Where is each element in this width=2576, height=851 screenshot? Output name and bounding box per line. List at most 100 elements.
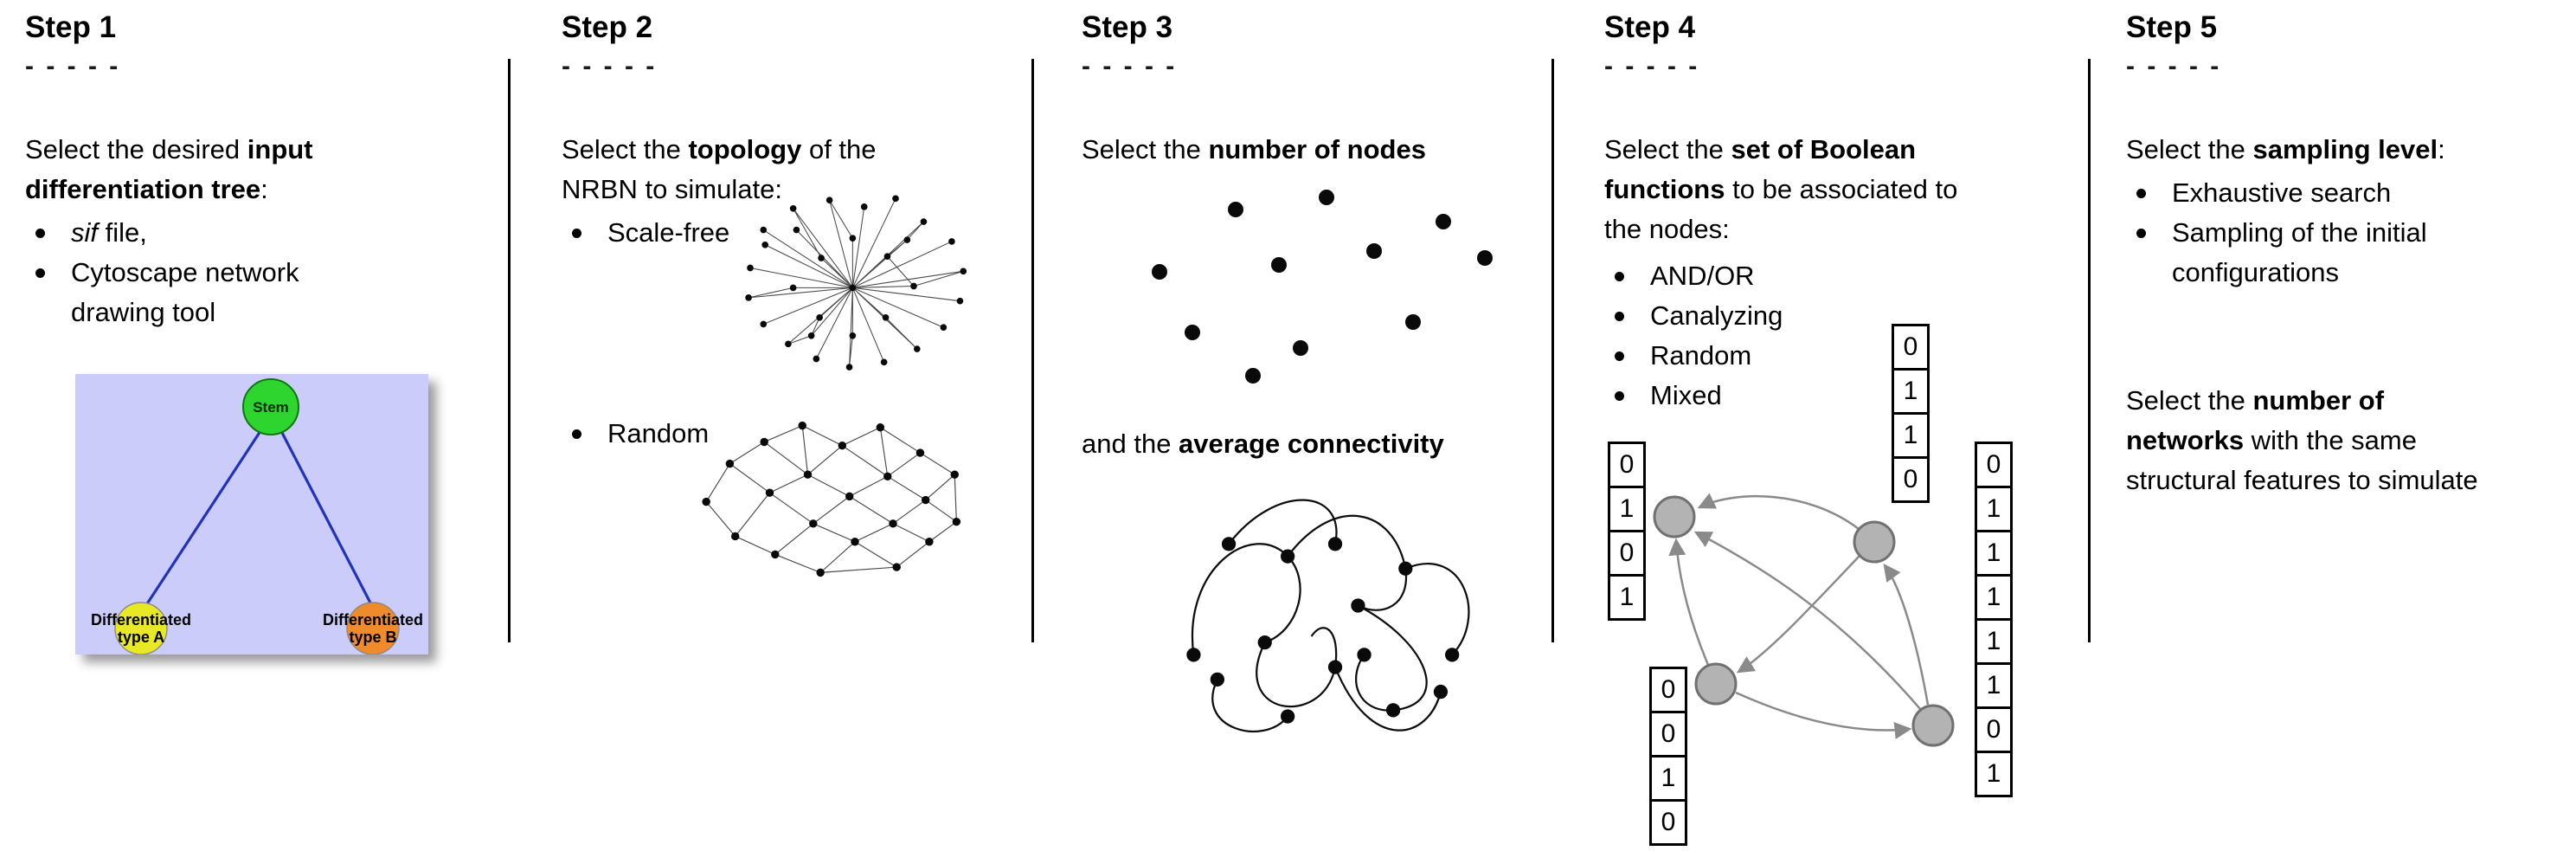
bullet-label: Mixed [1650,380,1722,410]
node-dots [1186,537,1460,724]
differentiation-tree-image: Stem Differentiated type A Differentiate… [75,374,428,654]
type-b-label: type B [349,629,396,646]
bullet-label: Random [607,418,710,448]
step-title: Step 4 [1604,10,1696,44]
step-2-panel: Step 2 - - - - - Select the topology of … [560,0,1027,851]
truth-table-cell: 0 [1892,324,1930,371]
bullet-icon [572,429,581,439]
intro-text: and the average connectivity [1082,424,1444,464]
bullet-label: sif file, [71,217,147,248]
truth-table-cell: 0 [1975,442,2013,488]
boolean-node [1694,662,1738,706]
truth-table-cell: 0 [1892,456,1930,503]
column-divider [1031,59,1034,642]
boolean-node [1853,520,1896,564]
bullet-list: AND/OR Canalyzing Random Mixed [1603,256,1783,416]
step-title: Step 1 [25,10,117,44]
truth-table-cell: 0 [1649,799,1687,846]
intro-text: Select the desired input differentiation… [25,130,313,210]
connectivity-network-image [1186,499,1470,732]
nodes-dots-image [1152,190,1493,384]
step-title: Step 3 [1082,10,1173,44]
bullet-icon [35,268,45,278]
type-a-label: type A [118,629,164,646]
random-network-figure [685,395,986,603]
text-line: Select the topology of the [562,134,877,164]
bullet-label: Sampling of the initial configurations [2172,217,2427,287]
truth-table-cell: 1 [1975,751,2013,797]
step-5-panel: Step 5 - - - - - Select the sampling lev… [2124,0,2574,851]
truth-table-cell: 1 [1975,574,2013,621]
text-line: differentiation tree: [25,174,268,204]
bullet-item: Random [1603,336,1783,376]
truth-table-cell: 0 [1608,530,1646,577]
truth-table-cell: 1 [1608,574,1646,621]
bullet-icon [1615,272,1624,281]
bullet-icon [1615,391,1624,401]
bullet-icon [1615,351,1624,361]
text-line: networks with the same [2126,425,2417,455]
stem-node [242,378,299,435]
truth-table-cell: 1 [1975,530,2013,577]
bullet-icon [572,229,581,238]
intro-text: Select the number of nodes [1082,130,1426,170]
truth-table-cell: 0 [1649,711,1687,758]
bullet-label: Cytoscape network drawing tool [71,257,299,327]
edge-arrow [1883,563,1930,706]
type-b-label: Differentiated [323,611,423,629]
bullet-item: Mixed [1603,376,1783,416]
type-b-node [346,602,400,654]
boolean-node [1911,704,1955,747]
boolean-network-image [1653,493,1955,747]
tree-edge-left [143,430,262,609]
dashed-separator: - - - - - [1604,52,1700,81]
truth-table-cell: 1 [1649,755,1687,802]
step-1-panel: Step 1 - - - - - Select the desired inpu… [23,0,495,851]
bullet-label: Random [1650,340,1752,371]
type-a-label: Differentiated [91,611,191,629]
truth-table-cell: 1 [1975,662,2013,709]
scale-free-network-image [745,195,967,371]
text-line: Select the set of Boolean [1604,134,1917,164]
bullet-item: Cytoscape network drawing tool [23,253,348,332]
node-dots [1152,190,1493,384]
bullet-icon [1615,312,1624,321]
text-line: Select the number of [2126,385,2385,416]
truth-table-cell: 1 [1975,486,2013,532]
edge-arrow [1736,555,1860,674]
truth-table-cell: 0 [1608,442,1646,488]
column-divider [508,59,511,642]
step-3-panel: Step 3 - - - - - Select the number of no… [1080,0,1547,851]
step-title: Step 5 [2126,10,2218,44]
bullet-item: Random [560,414,709,454]
edge-arrow [1693,531,1922,711]
text-line: and the average connectivity [1082,429,1444,459]
bullet-item: AND/OR [1603,256,1783,296]
truth-table-cell: 0 [1649,667,1687,713]
text-line: Select the number of nodes [1082,134,1426,164]
nodes-dots-figure [1106,185,1513,389]
type-a-node [114,602,168,654]
bullet-item: Scale-free [560,213,729,253]
text-line: functions to be associated to [1604,174,1958,204]
bullet-label: AND/OR [1650,261,1755,291]
bullet-label: Exhaustive search [2172,177,2392,208]
bullet-icon [2136,229,2146,238]
stem-node-label: Stem [253,399,289,416]
boolean-node [1653,495,1696,538]
tree-edge-right [279,430,375,609]
bullet-item: Canalyzing [1603,296,1783,336]
edge-arrow [1697,493,1860,530]
scale-free-network-figure [714,185,986,387]
network-nodes [745,195,967,371]
text-line: NRBN to simulate: [562,174,782,204]
truth-table-cell: 1 [1892,368,1930,415]
edge-arrow [1735,691,1912,739]
text-line: Select the sampling level: [2126,134,2445,164]
intro-text: Select the topology of the NRBN to simul… [562,130,877,210]
truth-table-cell: 1 [1892,412,1930,459]
